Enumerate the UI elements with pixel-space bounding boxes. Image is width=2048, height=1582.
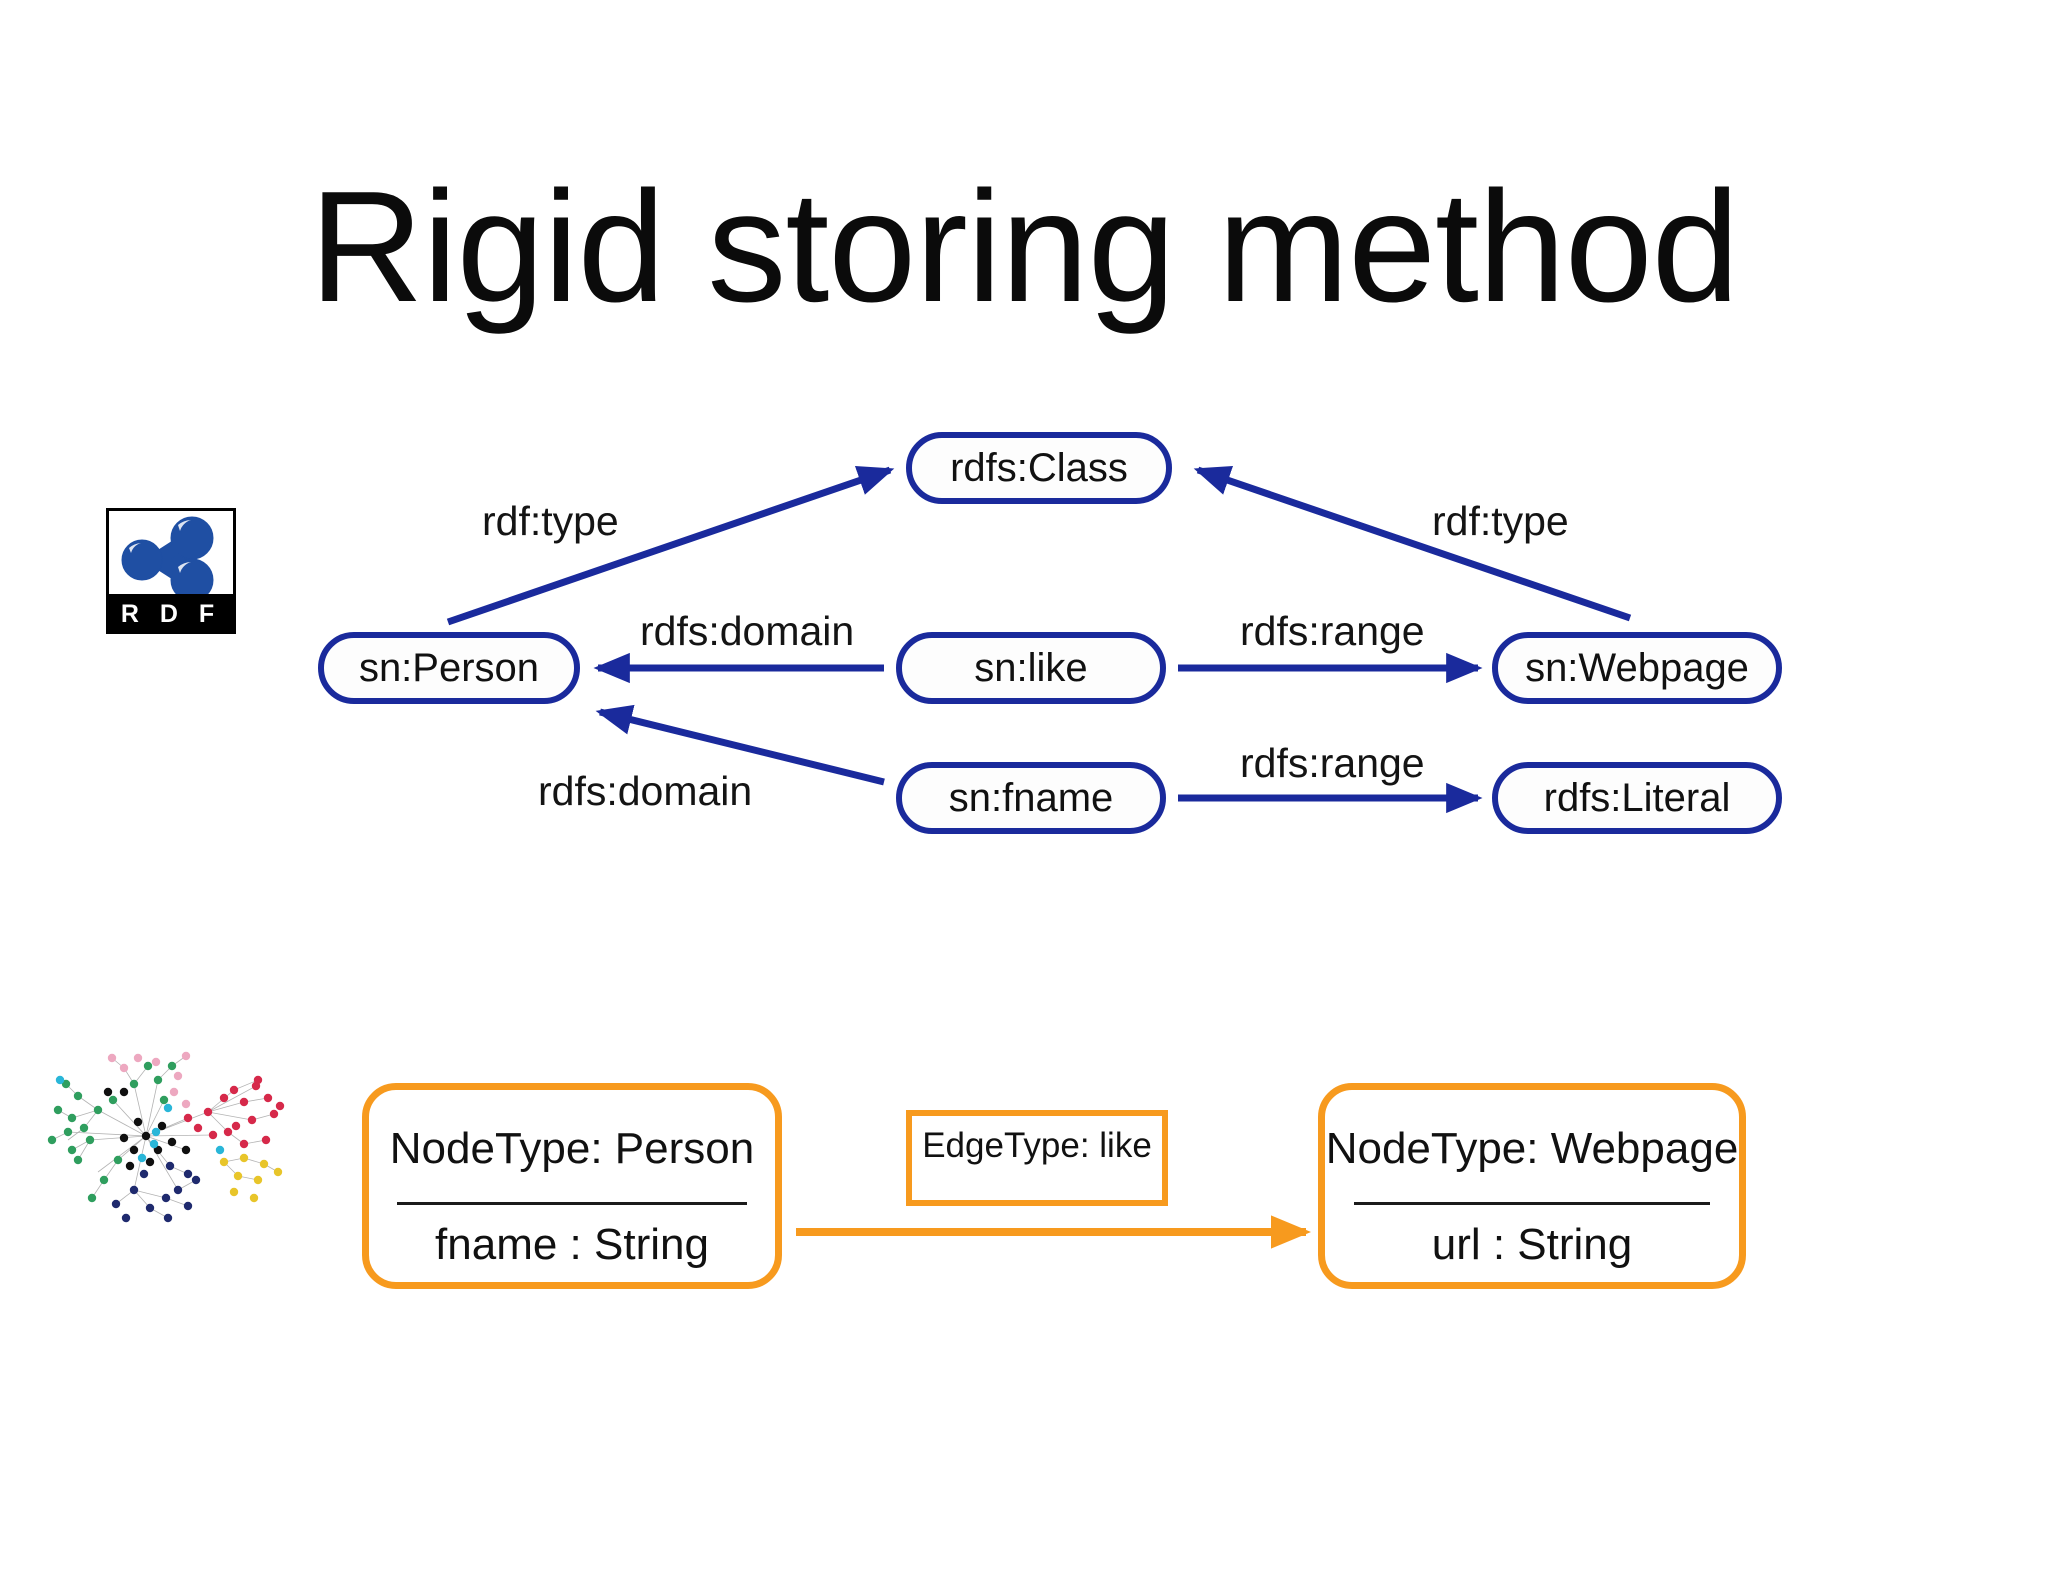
rdf-molecule-icon bbox=[121, 516, 214, 602]
uml-divider bbox=[397, 1202, 747, 1205]
edge-label-like-domain: rdfs:domain bbox=[640, 608, 855, 654]
rdf-node-rdfs-class[interactable]: rdfs:Class bbox=[906, 432, 1172, 504]
arrow-person-rdftype bbox=[446, 466, 895, 626]
rdf-node-rdfs-literal[interactable]: rdfs:Literal bbox=[1492, 762, 1782, 834]
edge-label-fname-domain: rdfs:domain bbox=[538, 768, 753, 814]
uml-divider bbox=[1353, 1202, 1710, 1205]
rdf-node-label: rdfs:Literal bbox=[1543, 775, 1731, 820]
uml-node-webpage[interactable]: NodeType: Webpage url : String bbox=[1318, 1083, 1746, 1289]
rdf-node-label: sn:Person bbox=[358, 645, 540, 690]
rdf-node-sn-like[interactable]: sn:like bbox=[896, 632, 1166, 704]
rdf-node-label: sn:Webpage bbox=[1525, 645, 1749, 690]
rdf-node-sn-webpage[interactable]: sn:Webpage bbox=[1492, 632, 1782, 704]
edge-label-like-range: rdfs:range bbox=[1240, 608, 1425, 654]
page-title: Rigid storing method bbox=[309, 159, 1739, 335]
rdf-node-label: sn:like bbox=[974, 645, 1088, 690]
rdf-node-sn-fname[interactable]: sn:fname bbox=[896, 762, 1166, 834]
uml-node-attribute: fname : String bbox=[435, 1220, 709, 1269]
edge-label-person-rdftype: rdf:type bbox=[482, 498, 619, 544]
edge-label-fname-range: rdfs:range bbox=[1240, 740, 1425, 786]
uml-node-person[interactable]: NodeType: Person fname : String bbox=[362, 1083, 782, 1289]
rdf-logo-caption: R D F bbox=[106, 594, 236, 634]
edge-label-webpage-rdftype: rdf:type bbox=[1432, 498, 1569, 544]
uml-edge-type-box[interactable]: EdgeType: like bbox=[906, 1110, 1168, 1206]
uml-node-attribute: url : String bbox=[1431, 1220, 1633, 1269]
rdf-node-label: rdfs:Class bbox=[950, 445, 1128, 490]
rdf-node-sn-person[interactable]: sn:Person bbox=[318, 632, 580, 704]
uml-edge-type-label: EdgeType: like bbox=[922, 1126, 1152, 1165]
uml-node-title: NodeType: Person bbox=[389, 1124, 755, 1173]
uml-node-title: NodeType: Webpage bbox=[1325, 1124, 1739, 1173]
rdf-node-label: sn:fname bbox=[948, 775, 1114, 820]
network-graph-thumbnail bbox=[47, 1051, 285, 1223]
rdf-logo: R D F bbox=[106, 508, 236, 634]
